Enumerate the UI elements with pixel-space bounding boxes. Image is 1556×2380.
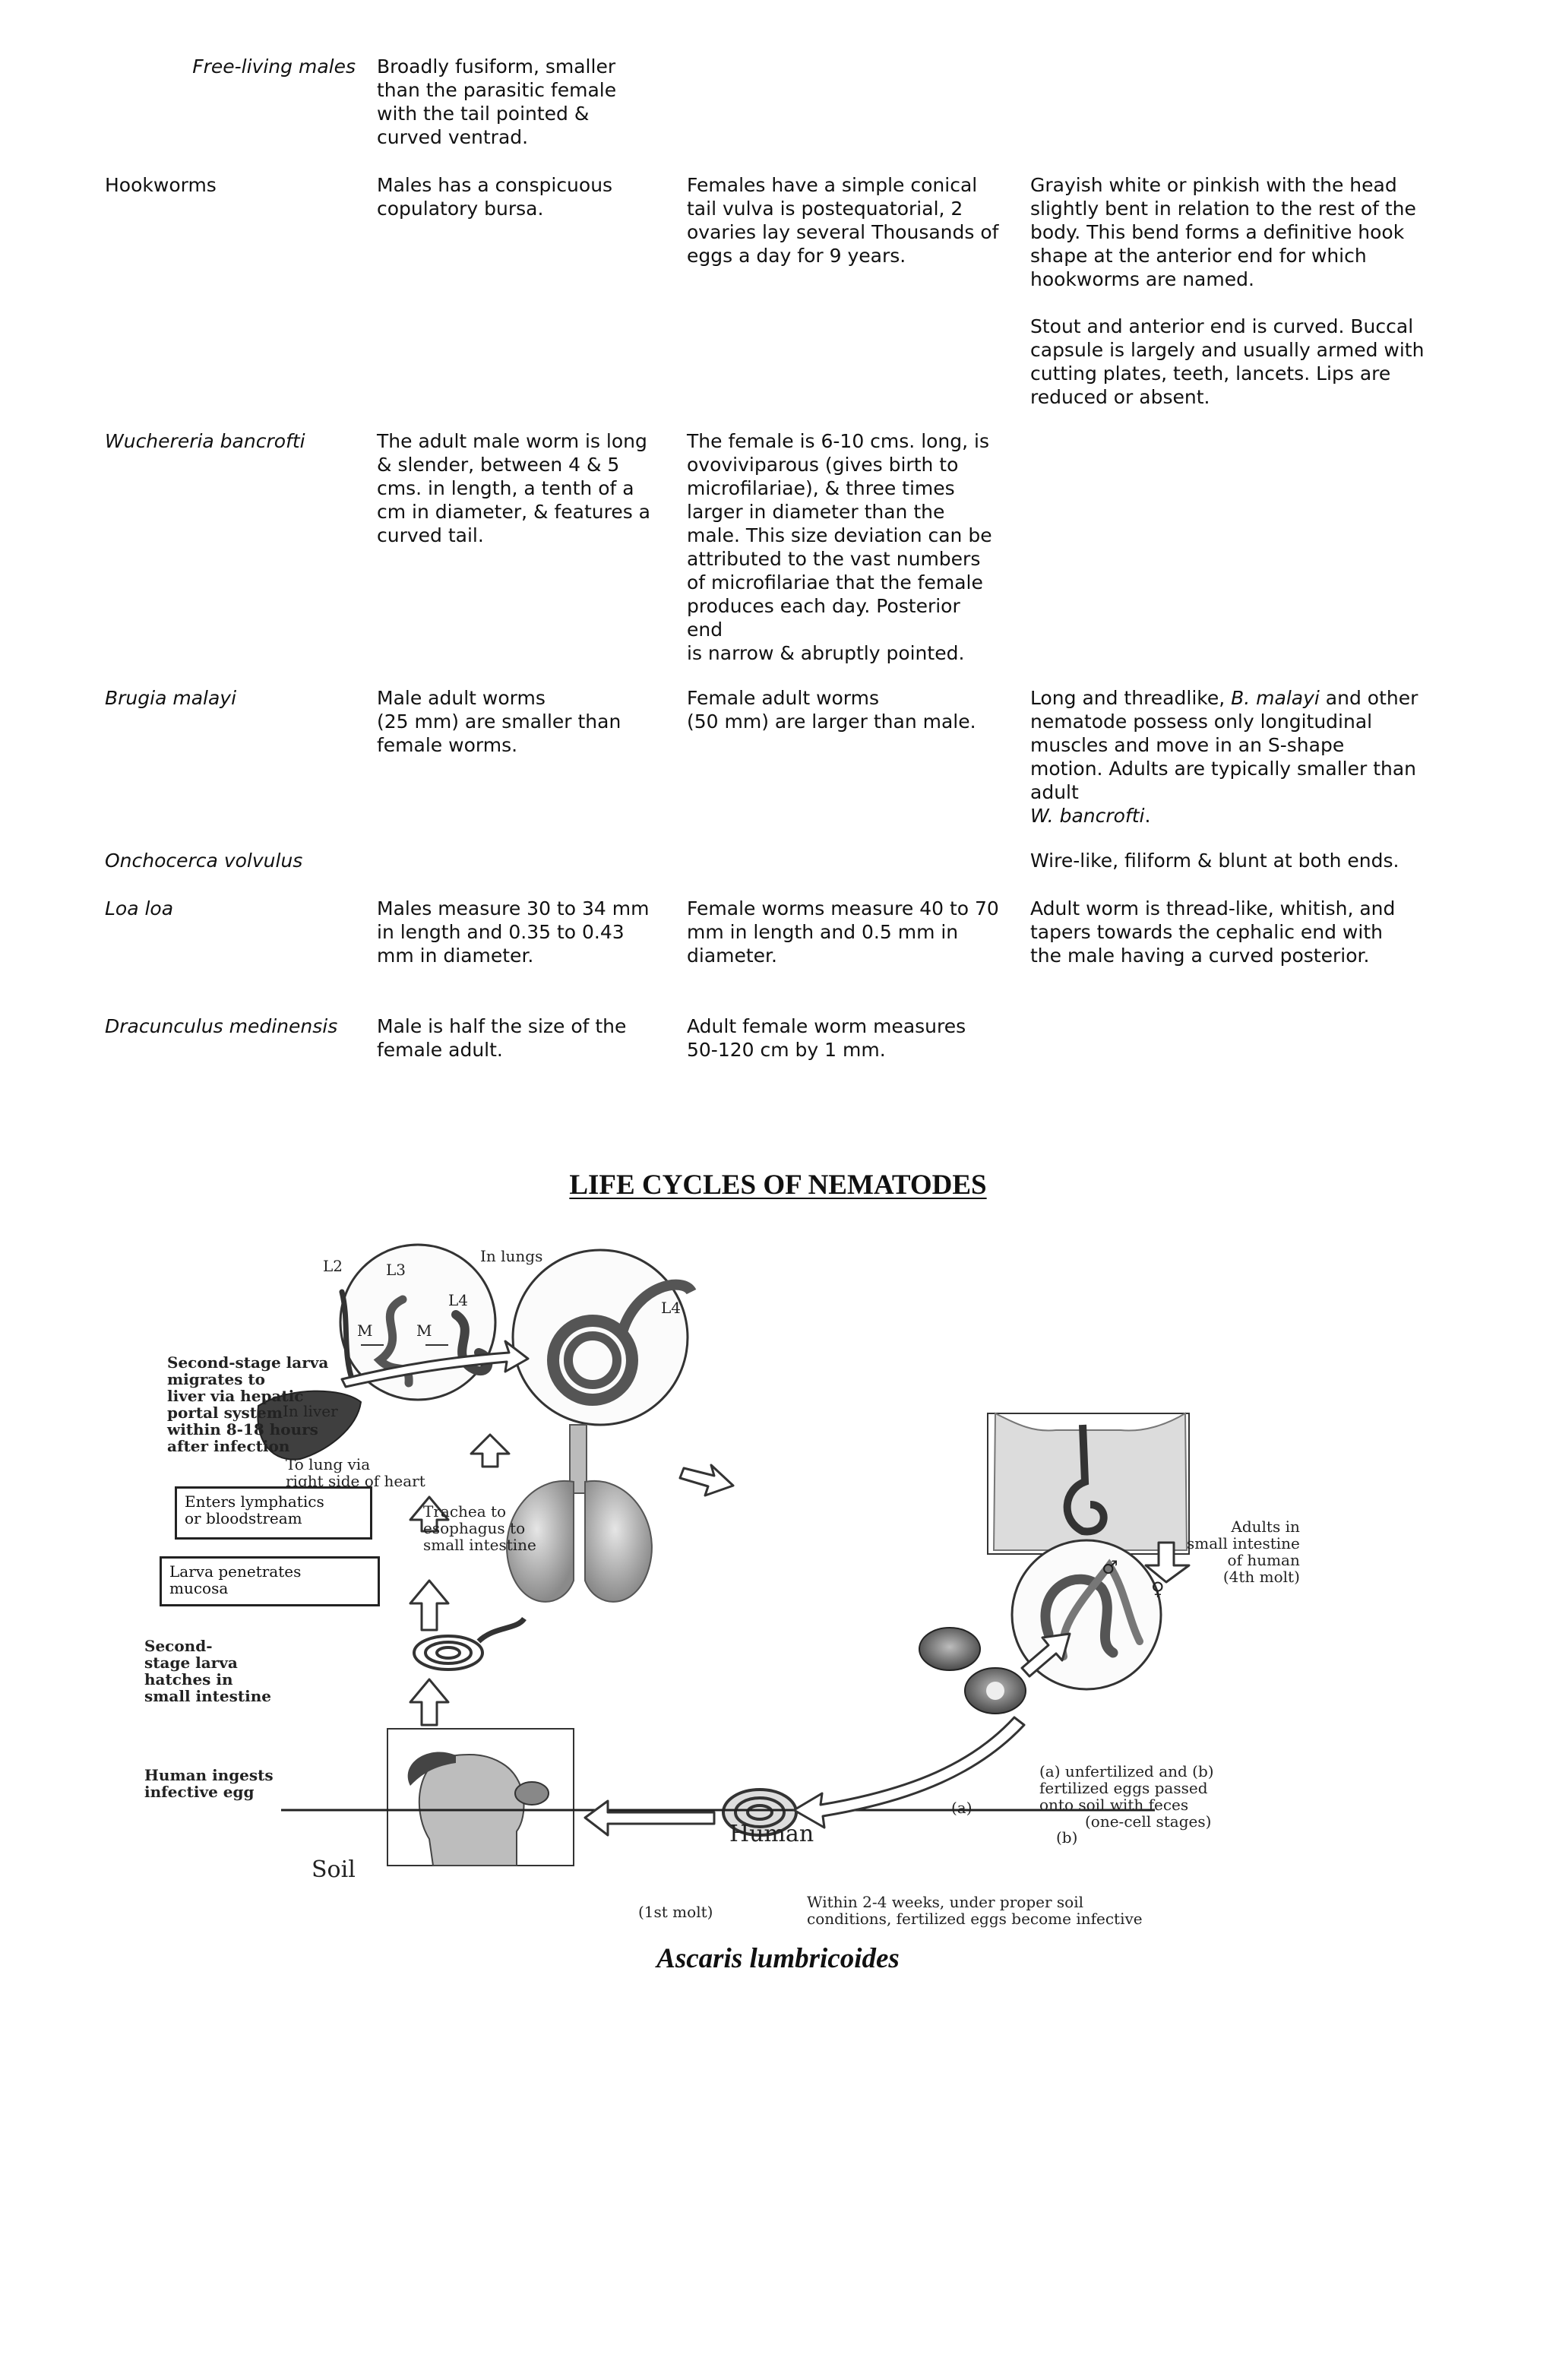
male-description: Males has a conspicuous copulatory bursa… (377, 174, 613, 220)
arrow-up-to-mucosa-icon (409, 1579, 450, 1632)
label-within-weeks: Within 2-4 weeks, under proper soil cond… (807, 1893, 1143, 1928)
label-human: Human (729, 1821, 814, 1847)
row-name: Hookworms (105, 174, 217, 196)
arrow-up-to-lymph-icon (409, 1495, 450, 1533)
torso-icon (992, 1412, 1188, 1551)
liver-icon (257, 1390, 362, 1461)
life-cycle-illustration (257, 1243, 1191, 1866)
female-symbol-icon: ♀ (1151, 1578, 1165, 1600)
intestine-icon (1063, 1424, 1108, 1536)
female-description: Female adult worms (50 mm) are larger th… (687, 687, 976, 733)
arrow-up-to-larva-icon (409, 1678, 450, 1726)
label-soil: Soil (312, 1856, 356, 1883)
label-molt-m: M (357, 1321, 373, 1340)
box-larva-penetrates: Larva penetrates mucosa (160, 1556, 380, 1606)
label-adults-in-intestine: Adults in small intestine of human (4th … (1187, 1518, 1300, 1586)
coiled-l4-larva-icon (547, 1279, 697, 1406)
label-egg-a: (a) (951, 1799, 972, 1817)
row-name: Loa loa (105, 897, 174, 919)
general-description: Wire-like, filiform & blunt at both ends… (1030, 850, 1399, 872)
row-name: Brugia malayi (105, 687, 237, 709)
arrow-eggs-to-soil-icon (792, 1716, 1026, 1829)
label-egg-b: (b) (1056, 1828, 1078, 1847)
arrow-adults-to-eggs-icon (1020, 1632, 1071, 1678)
general-description: Grayish white or pinkish with the head s… (1030, 174, 1425, 408)
cycle-arrows (340, 1340, 1191, 1837)
male-description: The adult male worm is long & slender, b… (377, 430, 650, 546)
row-name: Dracunculus medinensis (105, 1015, 338, 1037)
ascaris-life-cycle-figure: L2 L3 L4 M M In lungs L4 Second-stage la… (144, 1231, 1444, 1938)
label-in-lungs: In lungs (480, 1247, 543, 1265)
male-description: Males measure 30 to 34 mm in length and … (377, 897, 650, 967)
box-enters-lymphatics: Enters lymphatics or bloodstream (175, 1486, 372, 1540)
female-description: Female worms measure 40 to 70 mm in leng… (687, 897, 999, 967)
label-l2: L2 (323, 1257, 343, 1275)
label-second-stage-migrates: Second-stage larva migrates to liver via… (167, 1353, 329, 1455)
label-l3: L3 (386, 1261, 406, 1279)
hatching-larva-icon (413, 1616, 527, 1671)
row-name: Onchocerca volvulus (105, 850, 303, 872)
male-description: Broadly fusiform, smaller than the paras… (377, 55, 617, 148)
label-second-stage-hatches: Second- stage larva hatches in small int… (144, 1637, 272, 1705)
label-human-ingests: Human ingests infective egg (144, 1766, 274, 1801)
lungs-icon (506, 1424, 653, 1603)
label-first-molt: (1st molt) (638, 1903, 713, 1921)
figure-caption: Ascaris lumbricoides (656, 1943, 900, 1974)
section-title: LIFE CYCLES OF NEMATODES (569, 1169, 987, 1201)
larva-l2-icon (339, 1289, 356, 1386)
hand-egg-icon (514, 1781, 549, 1806)
arrow-liver-to-lungs-icon (340, 1340, 530, 1388)
row-name: Wuchereria bancrofti (105, 430, 305, 452)
arrow-torso-to-adults-icon (1144, 1541, 1191, 1584)
female-description: The female is 6-10 cms. long, is ovovivi… (687, 430, 992, 664)
label-trachea: Trachea to esophagus to small intestine (423, 1502, 536, 1554)
arrow-lungs-to-torso-icon (678, 1464, 735, 1497)
label-in-liver: In liver (283, 1402, 338, 1420)
unfertilized-egg-icon (919, 1627, 981, 1671)
male-symbol-icon: ♂ (1102, 1557, 1118, 1578)
label-l4-coiled: L4 (661, 1299, 682, 1317)
label-l4: L4 (448, 1291, 469, 1309)
male-description: Male adult worms (25 mm) are smaller tha… (377, 687, 621, 756)
general-description: Long and threadlike, B. malayi and other… (1030, 687, 1418, 827)
arrow-soil-to-human-icon (584, 1799, 716, 1837)
general-description: Adult worm is thread-like, whitish, and … (1030, 897, 1396, 967)
adult-worms-icon (1040, 1559, 1143, 1660)
arrow-up-to-liver-icon (470, 1433, 511, 1468)
female-description: Females have a simple conical tail vulva… (687, 174, 999, 267)
male-description: Male is half the size of the female adul… (377, 1015, 627, 1061)
label-eggs-passed: (a) unfertilized and (b) fertilized eggs… (1039, 1762, 1214, 1831)
female-description: Adult female worm measures 50-120 cm by … (687, 1015, 966, 1061)
row-name: Free-living males (192, 55, 356, 78)
label-molt-m: M (416, 1321, 432, 1340)
